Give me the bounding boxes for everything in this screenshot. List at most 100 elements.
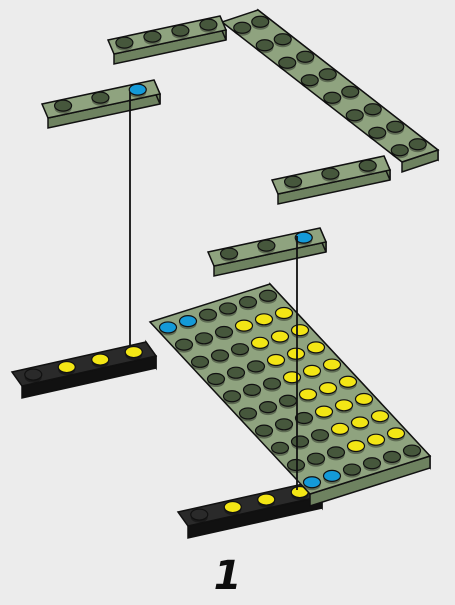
stud: [285, 176, 302, 187]
yellow-stud: [252, 337, 269, 348]
yellow-stud: [224, 502, 241, 513]
stud: [252, 16, 269, 27]
yellow-stud: [308, 342, 325, 353]
stud: [308, 453, 325, 464]
stud: [369, 127, 386, 138]
black-plate-1x4-left: [12, 342, 156, 398]
yellow-stud: [272, 331, 289, 342]
stud: [280, 395, 297, 406]
stud: [55, 100, 72, 111]
stud: [244, 384, 261, 395]
black-plate-1x4-right: [178, 482, 322, 538]
stud: [172, 25, 189, 36]
yellow-stud: [292, 325, 309, 336]
stud: [359, 160, 376, 171]
stud: [322, 168, 339, 179]
yellow-stud: [258, 494, 275, 505]
stud: [301, 75, 318, 86]
green-plate-2x8-right-top: [222, 10, 438, 162]
green-plate-6x10-base: [150, 284, 430, 506]
stud: [196, 333, 213, 344]
stud: [212, 350, 229, 361]
stud: [342, 86, 359, 97]
stud: [224, 391, 241, 402]
stud: [297, 51, 314, 62]
stud: [92, 92, 109, 103]
stud: [296, 412, 313, 423]
stud: [324, 92, 341, 103]
yellow-stud: [92, 354, 109, 365]
yellow-stud: [332, 423, 349, 434]
stud: [220, 303, 237, 314]
stud: [328, 447, 345, 458]
yellow-stud: [284, 372, 301, 383]
stud: [25, 369, 42, 380]
yellow-stud: [256, 314, 273, 325]
yellow-stud: [348, 441, 365, 452]
stud: [248, 361, 265, 372]
blue-stud: [304, 477, 321, 488]
yellow-stud: [58, 362, 75, 373]
assembly-illustration: [0, 0, 455, 545]
stud: [264, 378, 281, 389]
yellow-stud: [288, 348, 305, 359]
yellow-stud: [368, 434, 385, 445]
stud: [274, 34, 291, 45]
stud: [391, 145, 408, 156]
parts-layer: [12, 10, 438, 538]
stud: [221, 248, 238, 259]
stud: [234, 22, 251, 33]
yellow-stud: [372, 411, 389, 422]
stud: [200, 19, 217, 30]
green-plate-1x3-lower: [208, 228, 326, 276]
yellow-stud: [316, 406, 333, 417]
yellow-stud: [388, 428, 405, 439]
green-plate-1x3-left: [42, 80, 160, 128]
yellow-stud: [352, 417, 369, 428]
stud: [312, 430, 329, 441]
yellow-stud: [268, 355, 285, 366]
yellow-stud: [125, 347, 142, 358]
stud: [176, 339, 193, 350]
stud: [276, 419, 293, 430]
stud: [192, 356, 209, 367]
stud: [288, 460, 305, 471]
step-number: 1: [0, 556, 455, 596]
blue-stud: [160, 322, 177, 333]
stud: [387, 121, 404, 132]
stud: [272, 442, 289, 453]
stud: [260, 402, 277, 413]
stud: [364, 104, 381, 115]
stud: [208, 374, 225, 385]
stud: [216, 326, 233, 337]
stud: [191, 509, 208, 520]
yellow-stud: [276, 307, 293, 318]
yellow-stud: [336, 400, 353, 411]
stud: [346, 110, 363, 121]
stud: [344, 464, 361, 475]
stud: [256, 40, 273, 51]
yellow-stud: [324, 359, 341, 370]
stud: [292, 436, 309, 447]
blue-stud: [324, 470, 341, 481]
stud: [240, 408, 257, 419]
stud: [240, 297, 257, 308]
green-plate-1x4-top: [108, 16, 226, 64]
yellow-stud: [356, 393, 373, 404]
stud: [256, 425, 273, 436]
green-plate-1x3-right: [272, 156, 390, 204]
stud: [116, 37, 133, 48]
stud: [260, 290, 277, 301]
green-plate-2x8-right: [222, 10, 438, 172]
stud: [409, 139, 426, 150]
yellow-stud: [300, 389, 317, 400]
yellow-stud: [304, 365, 321, 376]
yellow-stud: [236, 320, 253, 331]
stud: [404, 445, 421, 456]
stud: [200, 309, 217, 320]
stud: [232, 344, 249, 355]
stud: [319, 69, 336, 80]
stud: [364, 458, 381, 469]
stud: [258, 240, 275, 251]
